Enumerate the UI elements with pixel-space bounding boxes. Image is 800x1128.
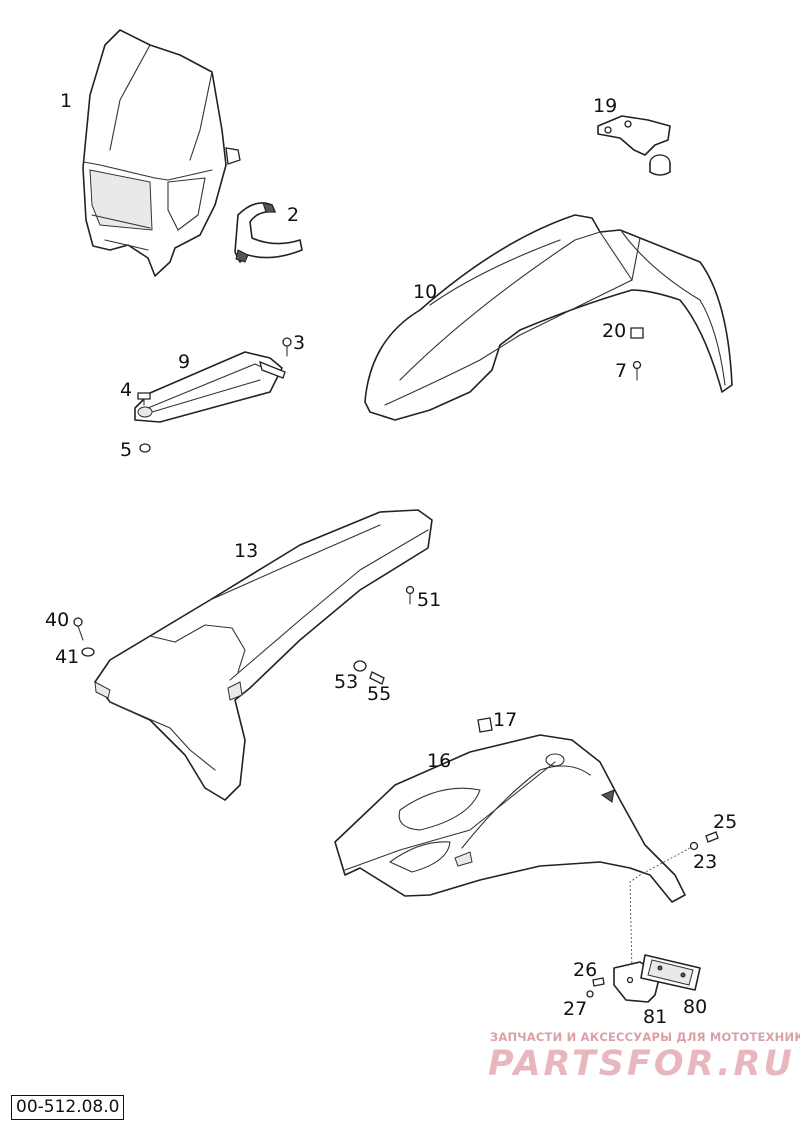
callout-81: 81 (643, 1006, 668, 1028)
callout-13: 13 (234, 540, 259, 562)
leader-line (629, 847, 691, 971)
callout-7: 7 (615, 360, 628, 382)
watermark-logo: PARTSFOR.RU (488, 1044, 795, 1084)
callout-40: 40 (45, 609, 70, 631)
screw-part-51[interactable] (405, 585, 415, 605)
callout-51: 51 (417, 589, 442, 611)
grommet-part-53[interactable] (353, 660, 367, 672)
rear-fender-part-16[interactable] (334, 734, 686, 903)
callout-27: 27 (563, 998, 588, 1020)
callout-3: 3 (293, 332, 306, 354)
screw-part-4[interactable] (137, 392, 151, 406)
callout-9: 9 (178, 351, 191, 373)
callout-4: 4 (120, 379, 133, 401)
callout-19: 19 (593, 95, 618, 117)
reflector-part-80[interactable] (640, 954, 701, 991)
callout-5: 5 (120, 439, 133, 461)
front-fender-part-10[interactable] (364, 214, 733, 421)
diagram-code-label: 00-512.08.0 (11, 1095, 125, 1120)
headlight-clamp-part-2[interactable] (234, 202, 303, 263)
bolt-part-3[interactable] (282, 337, 292, 357)
callout-2: 2 (287, 204, 300, 226)
callout-1: 1 (60, 90, 73, 112)
washer-part-23[interactable] (689, 841, 699, 851)
callout-41: 41 (55, 646, 80, 668)
screw-part-7[interactable] (632, 360, 642, 381)
washer-part-41[interactable] (81, 647, 95, 657)
screw-part-25[interactable] (705, 831, 719, 843)
side-panel-part-13[interactable] (94, 509, 433, 801)
watermark-tagline: ЗАПЧАСТИ И АКСЕССУАРЫ ДЛЯ МОТОТЕХНИКИ (490, 1030, 800, 1044)
fork-bracket-part-19[interactable] (597, 115, 671, 176)
nut-part-17[interactable] (477, 717, 493, 733)
washer-part-27[interactable] (586, 990, 594, 998)
callout-55: 55 (367, 683, 392, 705)
callout-16: 16 (427, 750, 452, 772)
strip-part-9[interactable] (134, 351, 286, 423)
callout-17: 17 (493, 709, 518, 731)
callout-10: 10 (413, 281, 438, 303)
callout-23: 23 (693, 851, 718, 873)
headlight-mask-part-1[interactable] (82, 29, 241, 277)
callout-25: 25 (713, 811, 738, 833)
screw-part-40[interactable] (73, 617, 84, 641)
callout-26: 26 (573, 959, 598, 981)
nut-part-5[interactable] (139, 443, 151, 453)
callout-80: 80 (683, 996, 708, 1018)
screw-part-26[interactable] (592, 977, 605, 987)
callout-53: 53 (334, 671, 359, 693)
screw-part-55[interactable] (369, 671, 385, 685)
callout-20: 20 (602, 320, 627, 342)
nut-part-20[interactable] (630, 327, 644, 339)
